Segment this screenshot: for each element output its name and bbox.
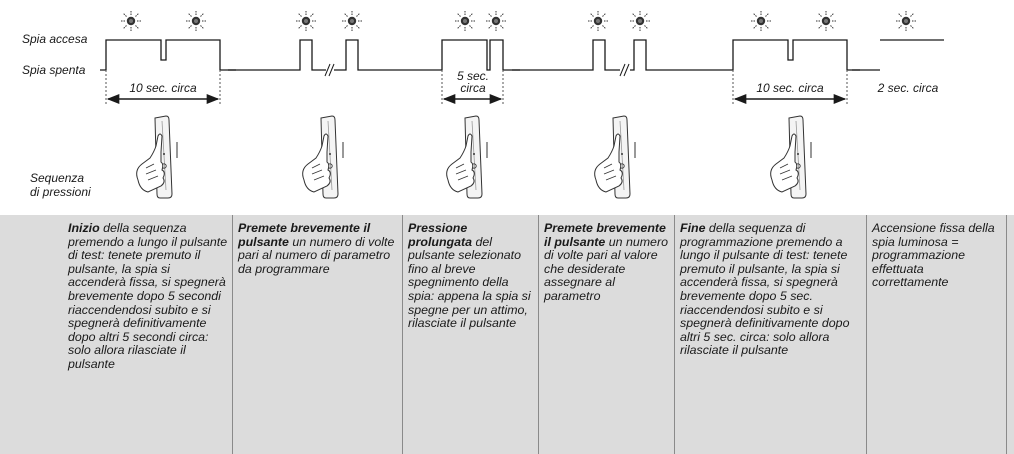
step-text: Fine della sequenza di programmazione pr… [680,221,862,358]
label-sequenza: Sequenza [30,171,84,185]
step-6: Accensione fissa della spia luminosa = p… [866,215,1006,454]
lamp-on-icon [485,10,507,32]
lamp-on-icon [629,10,651,32]
timing-diagram: Spia accesa Spia spenta Sequenza di pres… [22,10,944,199]
step-text: Pressione prolungata del pulsante selezi… [408,221,534,331]
step-body: un numero di volte pari al numero di par… [238,234,395,276]
duration-label: 2 sec. circa [877,81,939,95]
step-text: Inizio della sequenza premendo a lungo i… [68,221,228,372]
waveform [100,39,944,71]
step-bold: Premete brevemente il pulsante [238,221,371,249]
lamp-on-icon [341,10,363,32]
step-5: Fine della sequenza di programmazione pr… [674,215,866,454]
remote-press-icon [302,115,344,199]
divider [866,215,867,454]
divider [538,215,539,454]
step-body: un numero di volte pari al valore che de… [544,234,668,303]
step-body: del pulsante selezionato fino al breve s… [408,234,531,331]
step-3: Pressione prolungata del pulsante selezi… [402,215,538,454]
lamp-on-icon [120,10,142,32]
step-2: Premete brevemente il pulsante un numero… [232,215,402,454]
duration-label: 5 sec. [457,69,489,83]
break-mark [324,63,335,77]
remote-press-icon [770,115,812,199]
step-body: Accensione fissa della spia luminosa = p… [872,221,995,290]
duration-label: 10 sec. circa [756,81,824,95]
step-1: Inizio della sequenza premendo a lungo i… [62,215,232,454]
remote-press-icon [446,115,488,199]
duration-label: 10 sec. circa [129,81,197,95]
step-text: Premete brevemente il pulsante un numero… [238,221,398,276]
divider [1006,215,1007,454]
step-4: Premete brevemente il pulsante un numero… [538,215,674,454]
step-body: della sequenza premendo a lungo il pulsa… [68,221,228,371]
divider [674,215,675,454]
duration-guides [105,70,848,104]
divider [232,215,233,454]
lamp-on-icon [587,10,609,32]
lamp-on-icon [815,10,837,32]
lamp-on-icon [295,10,317,32]
label-spia-accesa: Spia accesa [22,32,88,46]
steps-panel: Inizio della sequenza premendo a lungo i… [0,215,1014,454]
break-mark [619,63,630,77]
step-body: della sequenza di programmazione premend… [680,221,850,358]
step-text: Premete brevemente il pulsante un numero… [544,221,670,304]
lamp-on-icon [454,10,476,32]
duration-label: circa [460,81,486,95]
lamp-on-icon [750,10,772,32]
divider [402,215,403,454]
step-bold: Fine [680,221,706,235]
remote-press-icon [594,115,636,199]
remote-press-icon [136,115,178,199]
step-bold: Premete brevemente il pulsante [544,221,666,249]
step-bold: Inizio [68,221,100,235]
label-spia-spenta: Spia spenta [22,63,86,77]
lamp-on-icon [895,10,917,32]
step-bold: Pressione prolungata [408,221,473,249]
step-text: Accensione fissa della spia luminosa = p… [872,221,1002,290]
lamp-on-icon [185,10,207,32]
label-di-pressioni: di pressioni [30,185,91,199]
